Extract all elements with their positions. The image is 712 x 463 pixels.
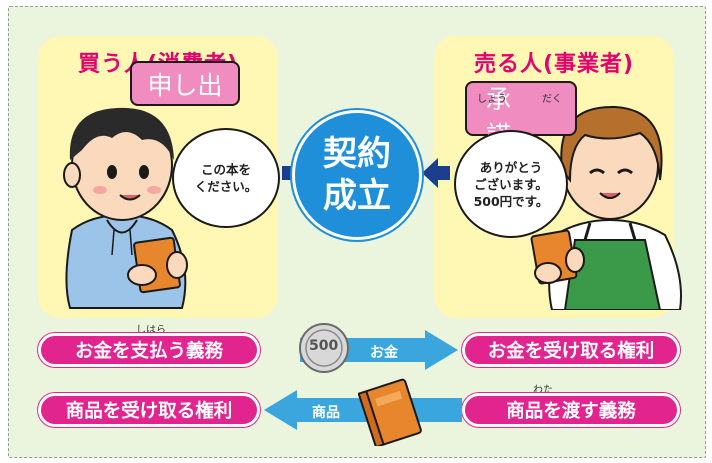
contract-formed-circle: 契約 成立 (292, 110, 422, 240)
goods-flow-label: 商品 (312, 405, 340, 421)
acceptance-ruby-1: しょう (477, 94, 507, 105)
buyer-payment-obligation: お金を支払う義務 (38, 333, 260, 367)
seller-speech-bubble: ありがとう ございます。 500円です。 (454, 130, 568, 238)
arrow-left-to-center-icon (422, 158, 450, 188)
money-flow-label: お金 (370, 345, 398, 361)
seller-money-right: お金を受け取る権利 (462, 333, 680, 367)
coin-icon (299, 323, 349, 373)
seller-delivery-obligation: 商品を渡す義務 (462, 393, 680, 427)
acceptance-ruby-2: だく (542, 94, 562, 105)
seller-title: 売る人(事業者) (473, 52, 635, 77)
buyer-goods-right: 商品を受け取る権利 (38, 393, 260, 427)
buyer-person-illustration (63, 107, 188, 309)
pay-ruby: しはら (136, 325, 166, 336)
buyer-speech-bubble: この本を ください。 (172, 128, 280, 228)
seller-person-illustration (530, 105, 682, 310)
coin-value: 500 (309, 338, 339, 354)
deliver-ruby: わた (533, 385, 553, 396)
book-icon (358, 378, 422, 446)
request-label: 申し出 (130, 61, 240, 106)
